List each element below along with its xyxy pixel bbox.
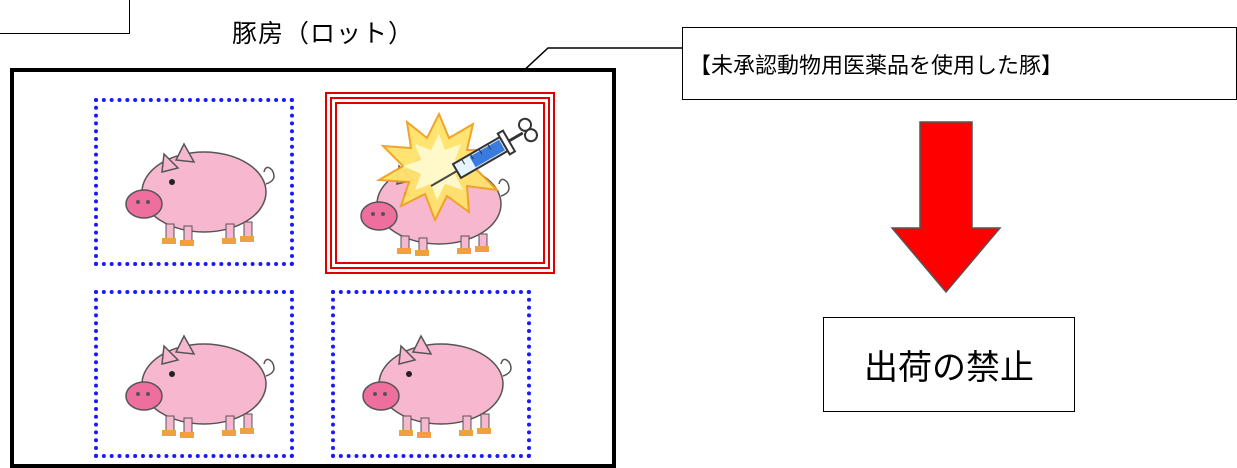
pig-icon	[125, 142, 275, 246]
syringe-icon	[430, 117, 538, 187]
result-box: 出荷の禁止	[823, 317, 1075, 412]
pig-cell-top-right-treated	[325, 92, 555, 274]
pig-cell-bottom-right	[331, 290, 531, 458]
treated-pig-graphic	[360, 111, 538, 256]
down-arrow-icon	[890, 121, 1002, 294]
pig-cell-top-left	[94, 98, 294, 266]
treated-frame-line	[330, 97, 550, 269]
pig-icon	[362, 334, 512, 438]
pig-cell-bottom-left	[94, 290, 294, 458]
callout-box: 【未承認動物用医薬品を使用した豚】	[682, 27, 1237, 100]
pig-icon	[125, 334, 275, 438]
treated-frame-line	[335, 102, 545, 264]
pen-title: 豚房（ロット）	[232, 19, 415, 48]
corner-label-box	[0, 0, 130, 34]
